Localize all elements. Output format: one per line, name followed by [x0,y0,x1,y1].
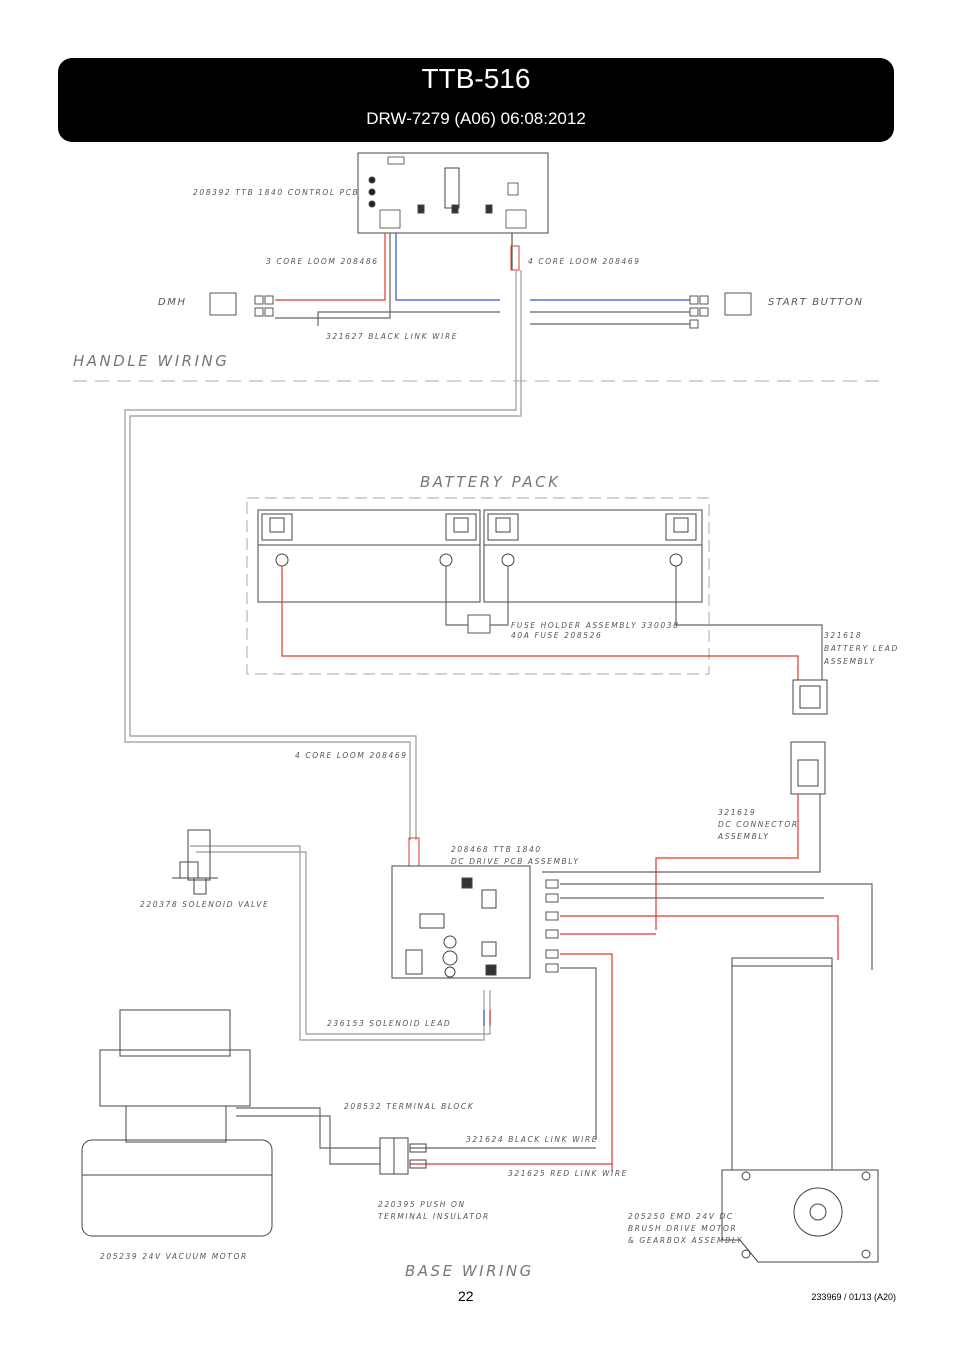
motor-label-1: 205250 EMD 24V DC [628,1212,734,1221]
dc-connector-label-2: DC CONNECTOR [718,820,799,829]
page-number: 22 [458,1288,474,1304]
core3-label: 3 CORE LOOM 208486 [266,257,379,266]
battery-right [483,509,703,603]
dmh-label: DMH [158,297,187,308]
start-button-switch [689,292,752,329]
drawing-number: DRW-7279 (A06) 06:08:2012 [366,109,586,128]
handle-wiring-heading: HANDLE WIRING [73,352,229,370]
core4-base-label: 4 CORE LOOM 208469 [295,751,408,760]
drive-pcb-label-2: DC DRIVE PCB ASSEMBLY [451,857,580,866]
red-link-base-label: 321625 RED LINK WIRE [508,1169,628,1178]
vacuum-motor-label: 205239 24V VACUUM MOTOR [100,1252,248,1261]
terminal-block-label: 208532 TERMINAL BLOCK [344,1102,474,1111]
fuse-label-2: 40A FUSE 208526 [511,631,602,640]
drive-pcb-label-1: 208468 TTB 1840 [451,845,542,854]
battery-pack-heading: BATTERY PACK [420,473,561,491]
fuse-label-1: FUSE HOLDER ASSEMBLY 330038 [511,621,680,630]
start-button-label: START BUTTON [768,297,864,308]
battery-lead-label-1: 321618 [824,631,862,640]
drive-motor [721,957,879,1263]
solenoid-lead-label: 236153 SOLENOID LEAD [327,1019,451,1028]
battery-lead-label-3: ASSEMBLY [823,657,876,666]
battery-connector [790,679,828,795]
solenoid-valve-label: 220378 SOLENOID VALVE [140,900,269,909]
battery-pack-outline [246,497,710,675]
terminal-block [379,1137,427,1175]
dc-connector-label-3: ASSEMBLY [717,832,770,841]
control-pcb [357,152,549,234]
motor-label-3: & GEARBOX ASSEMBLY [628,1236,743,1245]
core4-top-label: 4 CORE LOOM 208469 [528,257,641,266]
pcb-terminals [545,879,559,973]
black-link-top-label: 321627 BLACK LINK WIRE [326,332,458,341]
document-code: 233969 / 01/13 (A20) [811,1292,896,1302]
control-pcb-label: 208392 TTB 1840 CONTROL PCB [193,188,359,197]
page-title: TTB-516 [421,63,531,94]
battery-lead-label-2: BATTERY LEAD [824,644,899,653]
dmh-switch [209,292,274,317]
solenoid-valve [172,829,218,895]
insulator-label-1: 220395 PUSH ON [378,1200,466,1209]
title-bar: TTB-516 DRW-7279 (A06) 06:08:2012 [58,58,894,142]
black-link-base-label: 321624 BLACK LINK WIRE [466,1135,598,1144]
motor-label-2: BRUSH DRIVE MOTOR [628,1224,737,1233]
battery-left [257,509,481,603]
vacuum-motor [81,1009,273,1237]
dc-connector-label-1: 321619 [718,808,756,817]
drive-pcb [391,865,531,979]
base-wiring-heading: BASE WIRING [405,1262,534,1280]
insulator-label-2: TERMINAL INSULATOR [378,1212,490,1221]
